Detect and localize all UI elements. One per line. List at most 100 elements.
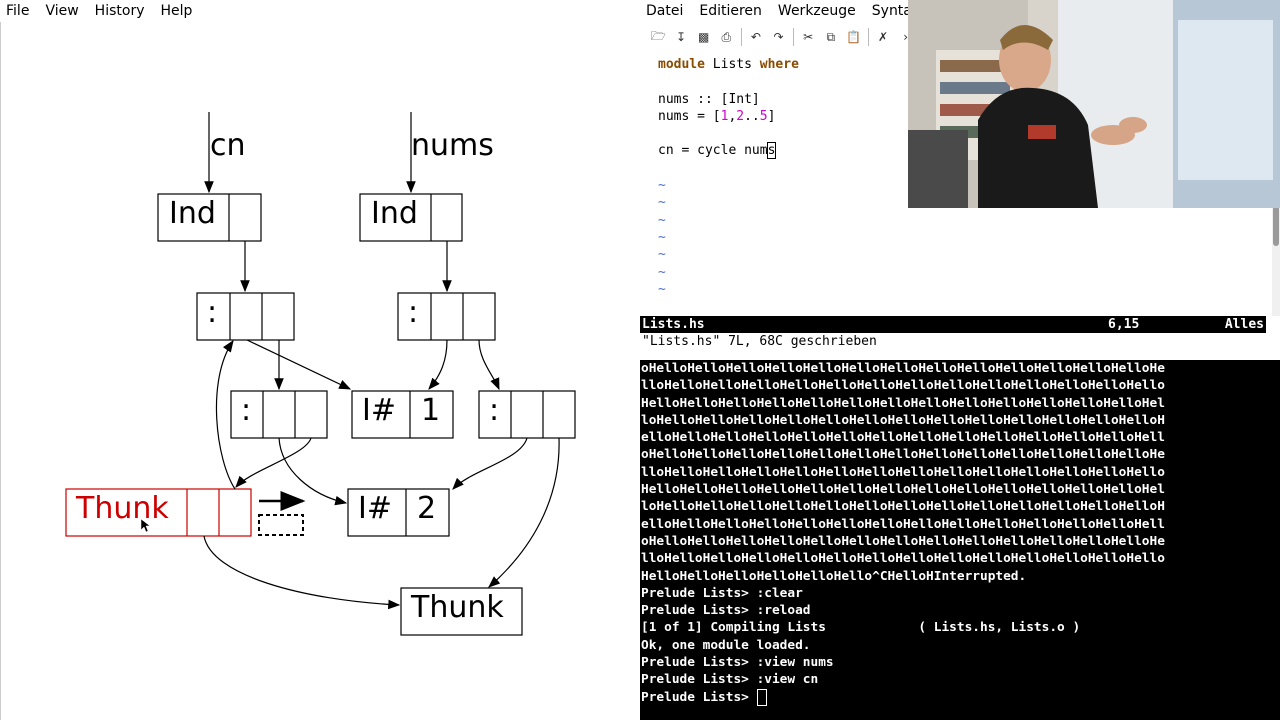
keyword-module: module (658, 57, 705, 72)
menu-werkzeuge[interactable]: Werkzeuge (777, 3, 856, 19)
copy-icon[interactable]: ⧉ (826, 29, 836, 44)
code-text: , (728, 108, 737, 124)
int-value-2: 2 (417, 491, 436, 526)
module-name: Lists (704, 57, 760, 72)
terminal-line: HelloHelloHelloHelloHelloHelloHelloHello… (641, 482, 1165, 498)
terminal-line: HelloHelloHelloHelloHelloHelloHelloHello… (641, 395, 1165, 411)
save-download-icon[interactable]: ↧ (675, 30, 687, 44)
int-node-1 (351, 390, 454, 439)
code-line-1: module Lists where (640, 56, 1272, 73)
terminal-line: [1 of 1] Compiling Lists ( Lists.hs, Lis… (641, 620, 1081, 636)
terminal-line: lloHelloHelloHelloHelloHelloHelloHelloHe… (641, 378, 1165, 394)
cons-label-d: : (489, 393, 499, 428)
menu-help[interactable]: Help (160, 3, 193, 19)
terminal-line: Prelude Lists> :clear (641, 585, 803, 601)
thunk-label-red: Thunk (75, 491, 169, 526)
ind-label-1: Ind (169, 196, 216, 231)
code-text: nums = [ (658, 108, 721, 124)
editor-menubar: Datei Editieren Werkzeuge Syntax (646, 0, 936, 22)
terminal-line: loHelloHelloHelloHelloHelloHelloHelloHel… (641, 412, 1165, 428)
status-scroll-extent: Alles (1224, 317, 1264, 332)
empty-line-marker: ~ (658, 212, 666, 228)
ind-node-cn (157, 193, 262, 242)
terminal-line: oHelloHelloHelloHelloHelloHelloHelloHell… (641, 361, 1165, 376)
terminal-line: oHelloHelloHelloHelloHelloHelloHelloHell… (641, 447, 1165, 463)
code-line-3: nums :: [Int] (658, 91, 760, 107)
code-text: cn = cycle num (658, 143, 768, 159)
dashed-placeholder (258, 514, 304, 536)
left-menubar: File View History Help (6, 0, 208, 22)
terminal-prompt-line[interactable]: Prelude Lists> (640, 688, 1280, 706)
status-cursor-position: 6,15 (1108, 317, 1140, 332)
cons-label-a: : (207, 295, 217, 330)
code-text: .. (744, 108, 760, 124)
menu-view[interactable]: View (45, 3, 79, 19)
terminal-line: elloHelloHelloHelloHelloHelloHelloHelloH… (641, 516, 1165, 532)
var-label-nums: nums (411, 128, 494, 163)
scrollbar-thumb[interactable] (1273, 206, 1279, 246)
empty-line-marker: ~ (658, 229, 666, 245)
redo-icon[interactable]: ↷ (773, 30, 784, 44)
undo-icon[interactable]: ↶ (750, 30, 761, 44)
ghci-terminal[interactable]: oHelloHelloHelloHelloHelloHelloHelloHell… (640, 360, 1280, 720)
ind-label-2: Ind (371, 196, 418, 231)
more-icon[interactable]: › (903, 30, 909, 44)
terminal-line: loHelloHelloHelloHelloHelloHelloHelloHel… (641, 499, 1165, 515)
number-literal: 2 (736, 108, 745, 124)
terminal-line: lloHelloHelloHelloHelloHelloHelloHelloHe… (641, 464, 1165, 480)
vim-message-line: "Lists.hs" 7L, 68C geschrieben (642, 334, 877, 349)
thunk-label: Thunk (410, 590, 504, 625)
int-tag-2: I# (358, 491, 392, 526)
editor-toolbar: 🗁 ↧ ▩ ⎙ ↶ ↷ ✂ ⧉ 📋 ✗ › (640, 22, 916, 52)
presenter-video-frame (908, 0, 1280, 208)
cons-node-a (196, 292, 295, 341)
number-literal: 5 (759, 108, 768, 124)
terminal-line: Prelude Lists> :reload (641, 603, 811, 619)
cons-label-c: : (241, 393, 251, 428)
paste-icon[interactable]: 📋 (845, 30, 861, 44)
terminal-line: elloHelloHelloHelloHelloHelloHelloHelloH… (641, 430, 1165, 446)
code-text: ] (767, 108, 776, 124)
text-cursor: s (766, 142, 777, 160)
empty-line-marker: ~ (658, 247, 666, 263)
int-node-2 (347, 488, 450, 537)
mouse-pointer-icon (140, 518, 151, 533)
cut-icon[interactable]: ✂ (803, 30, 814, 44)
terminal-line: lloHelloHelloHelloHelloHelloHelloHelloHe… (641, 551, 1165, 567)
int-value-1: 1 (421, 393, 440, 428)
code-area[interactable]: module Lists where nums :: [Int] nums = … (640, 56, 1272, 316)
code-line-6: cn = cycle nums (640, 142, 1272, 160)
webcam-video (908, 0, 1280, 208)
thunk-node-red (65, 488, 252, 537)
empty-line-marker: ~ (658, 195, 666, 211)
int-tag-1: I# (362, 393, 396, 428)
vim-statusline: Lists.hs 6,15 Alles (640, 316, 1266, 333)
terminal-prompt: Prelude Lists> (641, 689, 757, 705)
heap-graph: cn nums Ind Ind : : : : I# 1 I# 2 Thunk … (65, 112, 576, 636)
menu-editieren[interactable]: Editieren (699, 3, 762, 19)
menu-file[interactable]: File (6, 3, 30, 19)
keyword-where: where (759, 57, 799, 72)
var-label-cn: cn (210, 128, 246, 163)
thunk-node (400, 587, 523, 636)
terminal-line: oHelloHelloHelloHelloHelloHelloHelloHell… (641, 533, 1165, 549)
print-icon[interactable]: ⎙ (721, 29, 732, 44)
open-icon[interactable]: 🗁 (650, 28, 666, 43)
terminal-output: oHelloHelloHelloHelloHelloHelloHelloHell… (640, 360, 1280, 689)
menu-datei[interactable]: Datei (646, 3, 684, 19)
status-filename: Lists.hs (642, 317, 705, 332)
code-line-4: nums = [1,2..5] (640, 108, 1272, 125)
cons-label-b: : (408, 295, 418, 330)
ind-node-nums (359, 193, 463, 242)
empty-line-marker: ~ (658, 178, 666, 194)
terminal-line: Prelude Lists> :view nums (641, 655, 834, 671)
terminal-line: Prelude Lists> :view cn (641, 672, 819, 688)
menu-history[interactable]: History (94, 3, 145, 19)
terminal-line: Ok, one module loaded. (641, 637, 811, 653)
save-icon[interactable]: ▩ (697, 30, 710, 44)
terminal-line: HelloHelloHelloHelloHelloHello^CHelloHIn… (641, 568, 1027, 584)
empty-line-marker: ~ (658, 281, 666, 297)
number-literal: 1 (720, 108, 729, 124)
terminal-cursor (756, 688, 767, 706)
find-replace-icon[interactable]: ✗ (878, 30, 889, 44)
